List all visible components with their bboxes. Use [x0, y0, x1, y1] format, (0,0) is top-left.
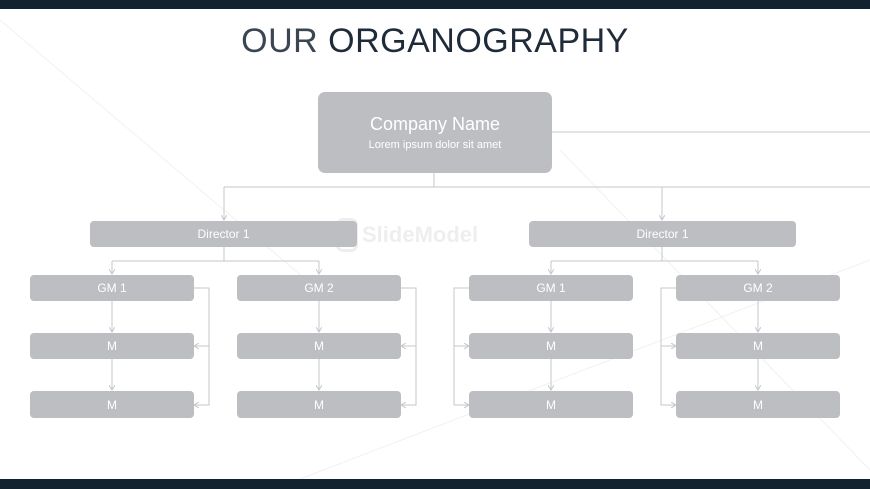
manager-node[interactable]: M: [676, 333, 840, 359]
director-node-right[interactable]: Director 1: [529, 221, 796, 247]
bg-line: [0, 19, 331, 301]
page-title: OUR ORGANOGRAPHY: [0, 22, 870, 61]
gm-node-left-2[interactable]: GM 2: [237, 275, 401, 301]
manager-node[interactable]: M: [469, 391, 633, 418]
bg-line: [559, 149, 870, 471]
manager-node[interactable]: M: [30, 333, 194, 359]
company-name: Company Name: [369, 114, 501, 134]
watermark-text: SlideModel: [362, 222, 479, 247]
title-part-light: OUR: [241, 22, 329, 60]
company-node[interactable]: Company Name Lorem ipsum dolor sit amet: [318, 92, 552, 173]
manager-node[interactable]: M: [237, 391, 401, 418]
manager-node[interactable]: M: [676, 391, 840, 418]
manager-node[interactable]: M: [469, 333, 633, 359]
gm-node-right-2[interactable]: GM 2: [676, 275, 840, 301]
watermark: SlideModel: [336, 218, 478, 252]
manager-node[interactable]: M: [30, 391, 194, 418]
title-part-bold: ORGANOGRAPHY: [328, 22, 629, 60]
company-subtitle: Lorem ipsum dolor sit amet: [368, 139, 502, 151]
gm-node-left-1[interactable]: GM 1: [30, 275, 194, 301]
director-node-left[interactable]: Director 1: [90, 221, 357, 247]
bottom-bar: [0, 479, 870, 489]
gm-node-right-1[interactable]: GM 1: [469, 275, 633, 301]
top-bar: [0, 0, 870, 9]
manager-node[interactable]: M: [237, 333, 401, 359]
